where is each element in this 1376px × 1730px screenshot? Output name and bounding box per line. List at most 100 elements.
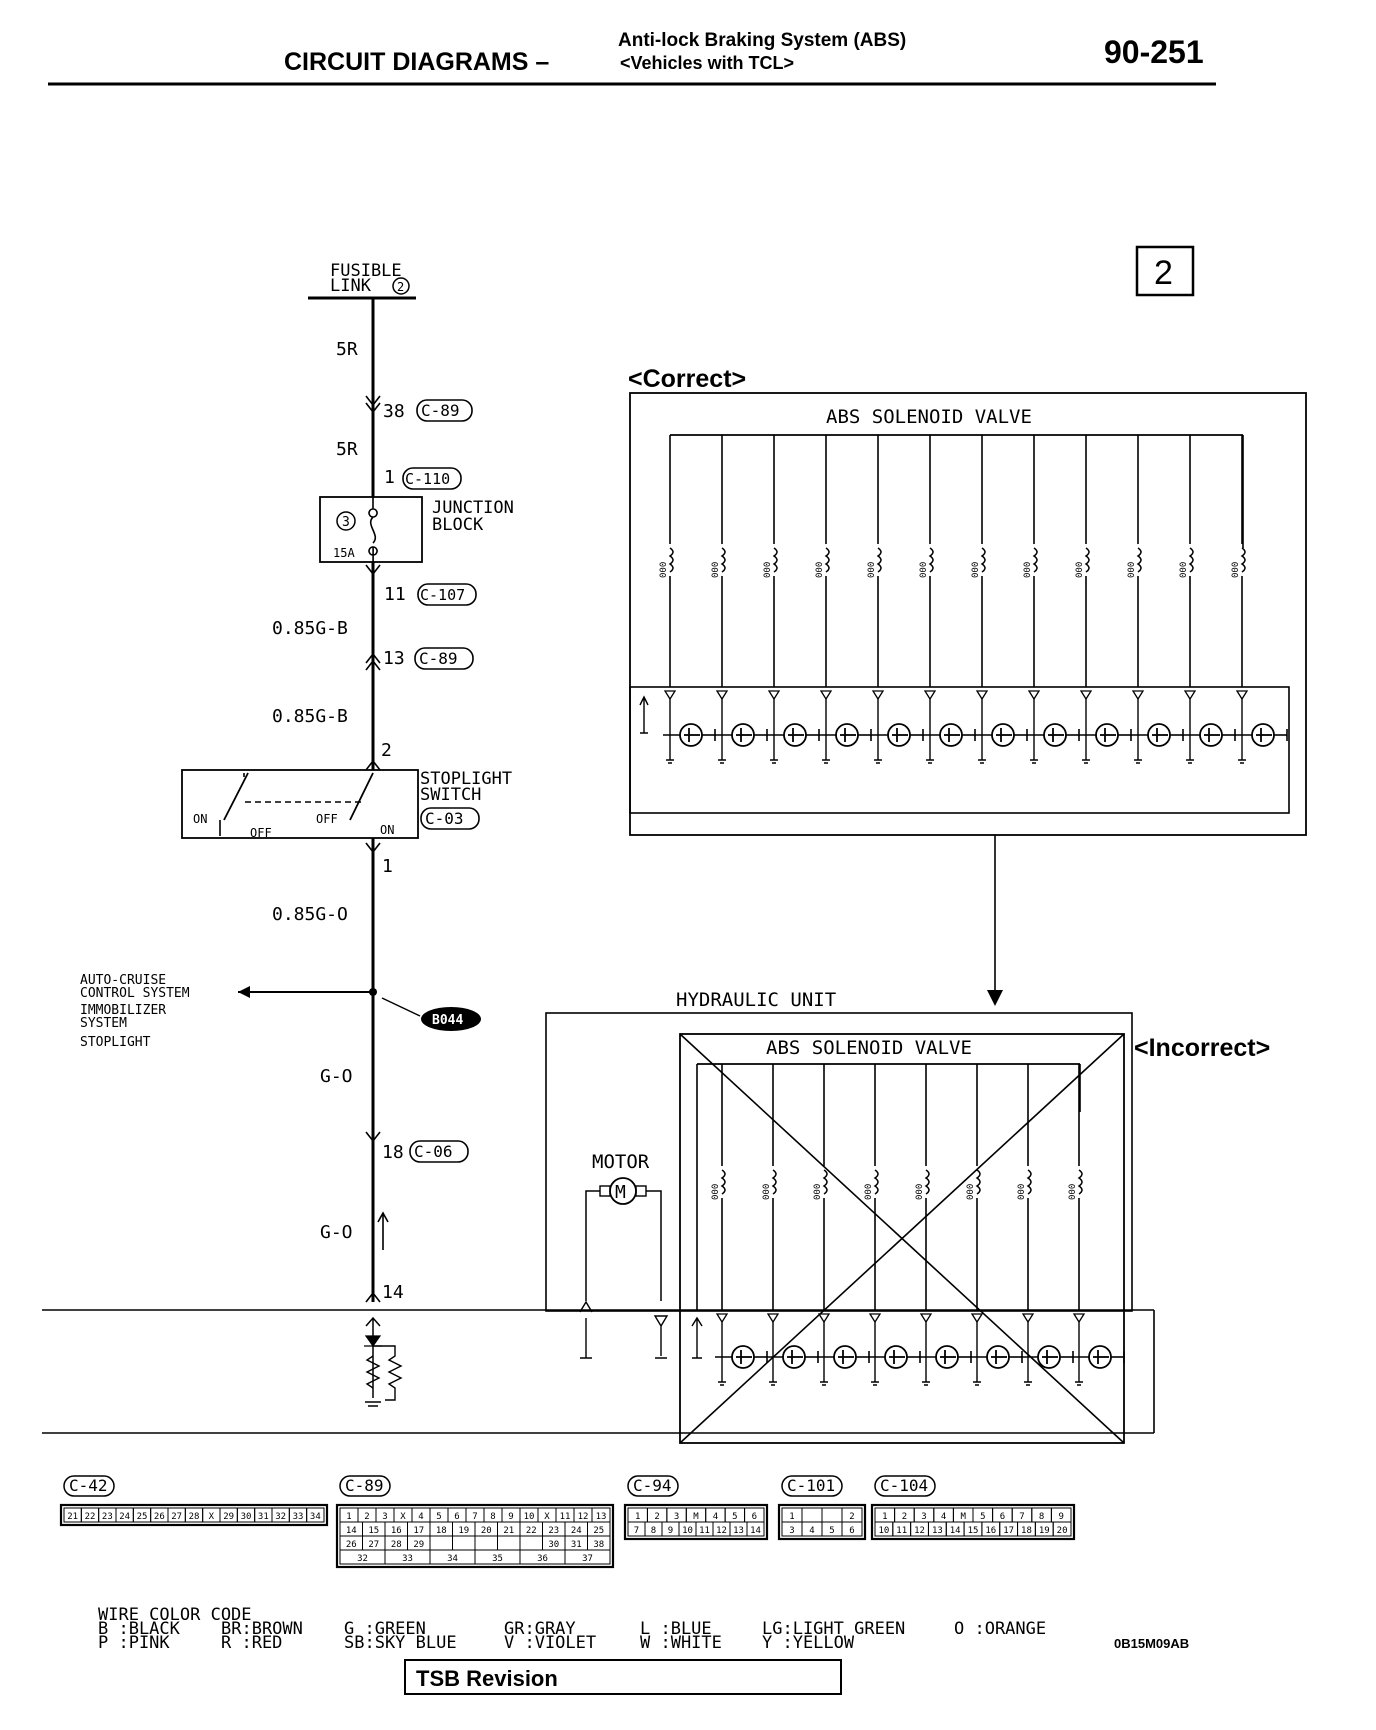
correct-ground bbox=[1238, 759, 1246, 764]
correct-coil-label: 000 bbox=[659, 562, 669, 578]
correct-coil-label: 000 bbox=[1231, 562, 1241, 578]
junction-block-label-1: JUNCTION bbox=[432, 498, 514, 518]
correct-coil bbox=[720, 547, 726, 573]
correct-coil bbox=[824, 547, 830, 573]
conn-c89-a-box bbox=[416, 399, 473, 422]
pin-13: 13 bbox=[383, 648, 405, 669]
incorrect-ground bbox=[922, 1381, 930, 1386]
correct-channel: 000 bbox=[867, 435, 924, 764]
incorrect-coil bbox=[873, 1169, 879, 1195]
connector-pin-label: 23 bbox=[102, 1512, 113, 1522]
connector-pin-label: 38 bbox=[593, 1540, 604, 1550]
connector-id: C-94 bbox=[633, 1476, 672, 1495]
connector-pin-label: 8 bbox=[651, 1526, 656, 1536]
pin-18: 18 bbox=[382, 1142, 404, 1163]
wire-color-title: WIRE COLOR CODE bbox=[98, 1605, 252, 1625]
correct-coil bbox=[980, 547, 986, 573]
connector-pin-label: 30 bbox=[241, 1512, 252, 1522]
correct-ground bbox=[1134, 759, 1142, 764]
connector-pin bbox=[746, 1521, 765, 1537]
fuse-number: 3 bbox=[342, 515, 350, 530]
incorrect-channel: 000 bbox=[915, 1064, 972, 1386]
incorrect-transistor bbox=[714, 1345, 768, 1369]
connector-pin bbox=[841, 1521, 863, 1537]
connector-pin-label: 13 bbox=[596, 1512, 607, 1522]
correct-channel: 000 bbox=[971, 435, 1028, 764]
connector-id-box bbox=[339, 1475, 391, 1497]
connector-pin-label: 33 bbox=[293, 1512, 304, 1522]
connector-pin-label: 7 bbox=[634, 1526, 639, 1536]
connector-pin-label: 5 bbox=[436, 1512, 441, 1522]
stoplight-switch-box bbox=[181, 769, 419, 839]
wire-go-b: G-O bbox=[320, 1222, 353, 1243]
connector-pin-label: 36 bbox=[537, 1554, 548, 1564]
incorrect-transistor bbox=[765, 1345, 819, 1369]
connector-id-box bbox=[781, 1475, 843, 1497]
splice-b044: B044 bbox=[432, 1013, 463, 1028]
motor-label: MOTOR bbox=[592, 1151, 650, 1173]
connector-pin bbox=[429, 1535, 453, 1551]
connector-pin-label: 1 bbox=[882, 1512, 887, 1522]
incorrect-transistor bbox=[918, 1345, 972, 1369]
connector-pin-label: 20 bbox=[1057, 1526, 1068, 1536]
incorrect-coil bbox=[1026, 1169, 1032, 1195]
pin-11: 11 bbox=[384, 584, 406, 605]
correct-terminal bbox=[715, 690, 729, 701]
connector-pin-label: 34 bbox=[447, 1554, 458, 1564]
incorrect-terminal bbox=[868, 1313, 882, 1324]
stoplight-switch-label-1: STOPLIGHT bbox=[420, 769, 512, 789]
connector-pin-label: 8 bbox=[490, 1512, 495, 1522]
incorrect-terminal bbox=[766, 1313, 780, 1324]
connector-pin-label: 3 bbox=[674, 1512, 679, 1522]
incorrect-transistor bbox=[867, 1345, 921, 1369]
connector-pin-label: 26 bbox=[154, 1512, 165, 1522]
wire-color-gr: GR:GRAY bbox=[504, 1619, 576, 1639]
connector-id: C-101 bbox=[787, 1476, 835, 1495]
wire-5r-b: 5R bbox=[336, 439, 358, 460]
incorrect-crossed-box bbox=[679, 1033, 1125, 1444]
current-arrow bbox=[377, 1211, 389, 1250]
connector-outline bbox=[335, 1503, 615, 1569]
fusible-link-label-1: FUSIBLE bbox=[330, 261, 402, 281]
wire-color-w: W :WHITE bbox=[640, 1633, 722, 1653]
incorrect-ground bbox=[1024, 1381, 1032, 1386]
wire-color-v: V :VIOLET bbox=[504, 1633, 596, 1653]
conn-c110-box bbox=[402, 467, 462, 490]
correct-ecu-box bbox=[629, 686, 1290, 814]
connector-pin-label: 8 bbox=[1039, 1512, 1044, 1522]
correct-terminal bbox=[1027, 690, 1041, 701]
connector-pin-label: 28 bbox=[189, 1512, 200, 1522]
connector-pin bbox=[306, 1507, 325, 1523]
connector-pin-label: 14 bbox=[750, 1526, 761, 1536]
incorrect-coil-label: 000 bbox=[762, 1184, 772, 1200]
junction-block-label-2: BLOCK bbox=[432, 515, 484, 535]
connector-pin-label: 24 bbox=[119, 1512, 130, 1522]
connector-arrow-11 bbox=[365, 564, 381, 576]
connector-pin-label: 14 bbox=[950, 1526, 961, 1536]
connector-pin-label: 35 bbox=[492, 1554, 503, 1564]
correct-transistor bbox=[714, 723, 768, 747]
incorrect-transistor bbox=[1020, 1345, 1074, 1369]
branch-label-3: STOPLIGHT bbox=[80, 1035, 151, 1050]
correct-coil bbox=[772, 547, 778, 573]
correct-ground bbox=[770, 759, 778, 764]
wire-go-a: G-O bbox=[320, 1066, 353, 1087]
connector-pin-label: 13 bbox=[733, 1526, 744, 1536]
connector-pin bbox=[474, 1535, 498, 1551]
correct-transistor bbox=[1234, 723, 1288, 747]
correct-transistor bbox=[1130, 723, 1184, 747]
pin-1-junction: 1 bbox=[384, 467, 395, 488]
connector-pin-label: 37 bbox=[582, 1554, 593, 1564]
connector-pin-label: 4 bbox=[941, 1512, 946, 1522]
correct-coil bbox=[668, 547, 674, 573]
splice-leader bbox=[381, 997, 421, 1017]
connector-arrow-38 bbox=[365, 395, 381, 414]
connector-outline bbox=[623, 1503, 769, 1541]
connector-pin-label: M bbox=[693, 1512, 699, 1522]
